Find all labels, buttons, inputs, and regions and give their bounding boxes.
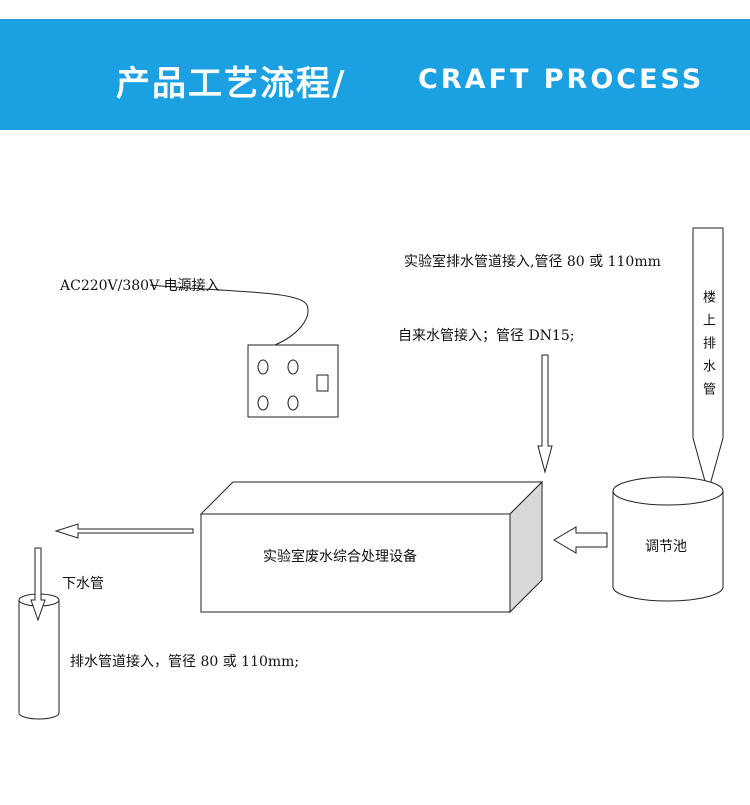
socket-hole xyxy=(257,359,269,375)
outlet-arrow xyxy=(54,523,194,539)
sewer-label: 下水管 xyxy=(62,576,104,592)
lab-drain-label: 实验室排水管道接入,管径 80 或 110mm xyxy=(404,254,661,270)
equipment-box xyxy=(199,480,544,614)
power-socket-panel xyxy=(247,344,339,418)
tap-water-arrow xyxy=(537,354,553,474)
power-label: AC220V/380V 电源接入 xyxy=(60,278,220,294)
socket-hole xyxy=(257,395,269,411)
outlet-label: 排水管道接入，管径 80 或 110mm; xyxy=(70,654,300,670)
tap-water-label: 自来水管接入；管径 DN15; xyxy=(398,328,575,344)
adjustment-tank xyxy=(612,476,724,602)
socket-hole xyxy=(287,359,299,375)
upstairs-pipe-label: 楼上排水管 xyxy=(700,290,715,405)
page-subtitle: CRAFT PROCESS xyxy=(418,64,705,95)
sewer-inlet-arrow xyxy=(30,547,46,622)
header-banner xyxy=(0,19,750,130)
tank-to-equipment-arrow xyxy=(553,526,608,554)
tank-label: 调节池 xyxy=(645,539,687,555)
upstairs-drain-pipe xyxy=(692,227,724,494)
socket-hole xyxy=(287,395,299,411)
page-title: 产品工艺流程/ xyxy=(116,64,347,104)
equipment-label: 实验室废水综合处理设备 xyxy=(263,549,417,565)
power-cable xyxy=(149,284,309,346)
socket-switch xyxy=(316,374,329,392)
